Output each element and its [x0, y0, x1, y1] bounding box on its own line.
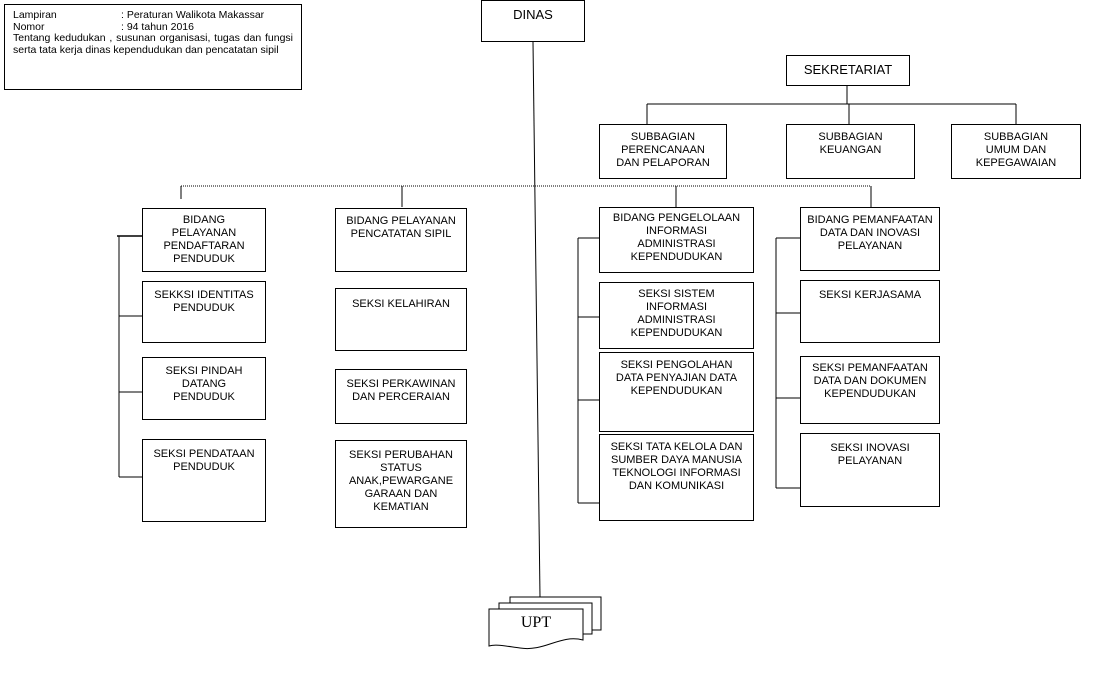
subbagian-keuangan-label: SUBBAGIAN KEUANGAN	[818, 131, 883, 156]
lampiran-value: : Peraturan Walikota Makassar	[121, 9, 265, 21]
regulation-description: Tentang kedudukan , susunan organisasi, …	[13, 32, 293, 56]
seksi-identitas-label: SEKKSI IDENTITAS PENDUDUK	[154, 289, 254, 314]
dinas-box: DINAS	[481, 0, 585, 42]
seksi-inovasi-box: SEKSI INOVASI PELAYANAN	[800, 433, 940, 507]
seksi-perubahan-status-box: SEKSI PERUBAHAN STATUS ANAK,PEWARGANE GA…	[335, 440, 467, 528]
lampiran-label: Lampiran	[13, 9, 57, 21]
bidang-pendaftaran-box: BIDANG PELAYANAN PENDAFTARAN PENDUDUK	[142, 208, 266, 272]
seksi-perkawinan-box: SEKSI PERKAWINAN DAN PERCERAIAN	[335, 369, 467, 424]
seksi-tata-kelola-box: SEKSI TATA KELOLA DAN SUMBER DAYA MANUSI…	[599, 434, 754, 521]
dinas-label: DINAS	[513, 7, 553, 22]
seksi-kerjasama-label: SEKSI KERJASAMA	[818, 289, 922, 301]
seksi-sistem-informasi-box: SEKSI SISTEM INFORMASI ADMINISTRASI KEPE…	[599, 282, 754, 349]
bidang-pengelolaan-box: BIDANG PENGELOLAAN INFORMASI ADMINISTRAS…	[599, 207, 754, 273]
seksi-inovasi-label: SEKSI INOVASI PELAYANAN	[830, 442, 910, 467]
subbagian-umum-label: SUBBAGIAN UMUM DAN KEPEGAWAIAN	[975, 131, 1057, 169]
seksi-pengolahan-label: SEKSI PENGOLAHAN DATA PENYAJIAN DATA KEP…	[615, 359, 738, 397]
seksi-pindah-datang-label: SEKSI PINDAH DATANG PENDUDUK	[165, 365, 243, 403]
seksi-pindah-datang-box: SEKSI PINDAH DATANG PENDUDUK	[142, 357, 266, 420]
upt-label: UPT	[520, 614, 552, 631]
regulation-info-box: Lampiran : Peraturan Walikota Makassar N…	[4, 4, 302, 90]
subbagian-umum-box: SUBBAGIAN UMUM DAN KEPEGAWAIAN	[951, 124, 1081, 179]
bidang-pengelolaan-label: BIDANG PENGELOLAAN INFORMASI ADMINISTRAS…	[612, 212, 741, 263]
subbagian-perencanaan-label: SUBBAGIAN PERENCANAAN DAN PELAPORAN	[616, 131, 710, 169]
seksi-pendataan-label: SEKSI PENDATAAN PENDUDUK	[153, 448, 255, 473]
seksi-pengolahan-box: SEKSI PENGOLAHAN DATA PENYAJIAN DATA KEP…	[599, 352, 754, 432]
sekretariat-box: SEKRETARIAT	[786, 55, 910, 86]
seksi-pemanfaatan-data-label: SEKSI PEMANFAATAN DATA DAN DOKUMEN KEPEN…	[812, 362, 928, 400]
bidang-pemanfaatan-label: BIDANG PEMANFAATAN DATA DAN INOVASI PELA…	[807, 214, 933, 252]
seksi-tata-kelola-label: SEKSI TATA KELOLA DAN SUMBER DAYA MANUSI…	[610, 441, 743, 492]
seksi-perkawinan-label: SEKSI PERKAWINAN DAN PERCERAIAN	[346, 378, 456, 403]
nomor-row: Nomor : 94 tahun 2016	[13, 20, 293, 34]
subbagian-keuangan-box: SUBBAGIAN KEUANGAN	[786, 124, 915, 179]
seksi-sistem-informasi-label: SEKSI SISTEM INFORMASI ADMINISTRASI KEPE…	[630, 288, 723, 339]
bidang-pencatatan-label: BIDANG PELAYANAN PENCATATAN SIPIL	[346, 215, 456, 240]
lampiran-row: Lampiran : Peraturan Walikota Makassar	[13, 9, 293, 22]
bidang-pendaftaran-label: BIDANG PELAYANAN PENDAFTARAN PENDUDUK	[163, 214, 245, 265]
seksi-pendataan-box: SEKSI PENDATAAN PENDUDUK	[142, 439, 266, 522]
seksi-kelahiran-label: SEKSI KELAHIRAN	[352, 298, 450, 310]
nomor-value: : 94 tahun 2016	[121, 20, 194, 33]
bidang-pemanfaatan-box: BIDANG PEMANFAATAN DATA DAN INOVASI PELA…	[800, 207, 940, 271]
sekretariat-label: SEKRETARIAT	[803, 62, 893, 77]
nomor-label: Nomor	[13, 20, 45, 33]
bidang-pencatatan-box: BIDANG PELAYANAN PENCATATAN SIPIL	[335, 208, 467, 272]
seksi-perubahan-status-label: SEKSI PERUBAHAN STATUS ANAK,PEWARGANE GA…	[348, 449, 454, 513]
seksi-kerjasama-box: SEKSI KERJASAMA	[800, 280, 940, 343]
subbagian-perencanaan-box: SUBBAGIAN PERENCANAAN DAN PELAPORAN	[599, 124, 727, 179]
seksi-kelahiran-box: SEKSI KELAHIRAN	[335, 288, 467, 351]
seksi-identitas-box: SEKKSI IDENTITAS PENDUDUK	[142, 281, 266, 343]
seksi-pemanfaatan-data-box: SEKSI PEMANFAATAN DATA DAN DOKUMEN KEPEN…	[800, 356, 940, 424]
